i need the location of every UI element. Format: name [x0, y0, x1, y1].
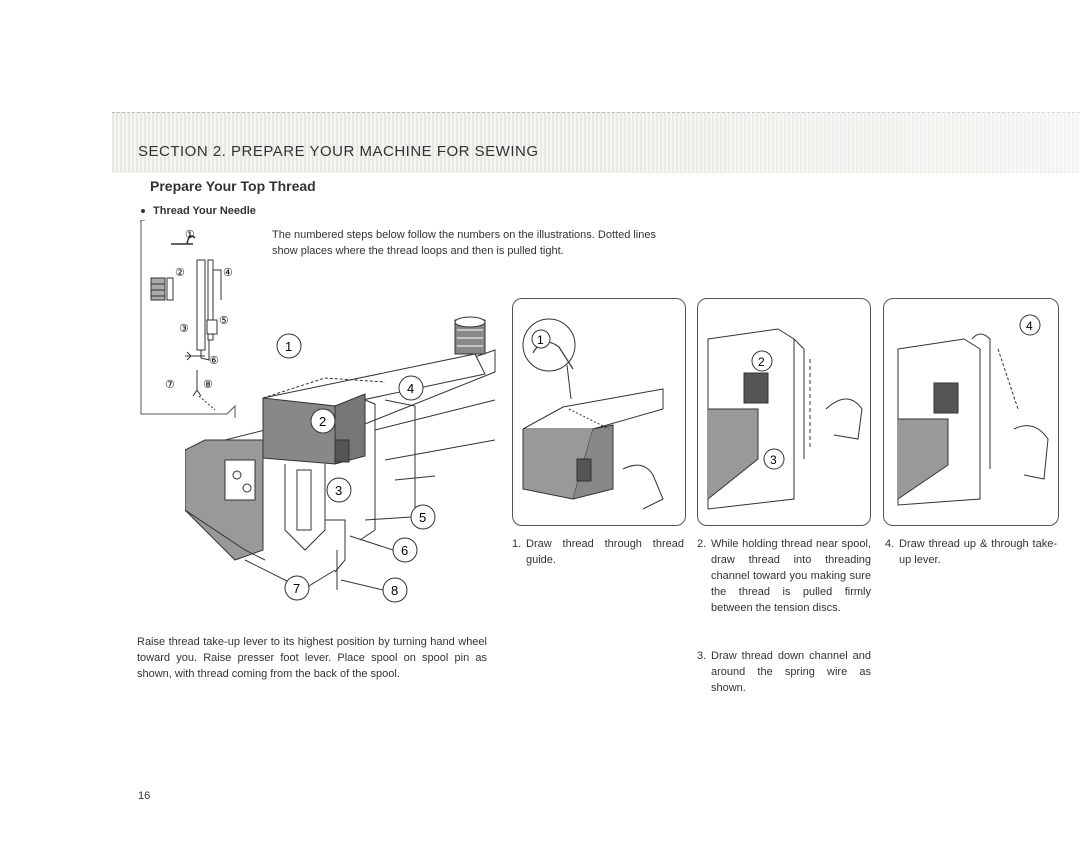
small-callout-3: ③	[179, 323, 189, 335]
small-callout-2: ②	[175, 267, 185, 279]
small-diagram-svg: ① ② ③ ④ ⑤ ⑥ ⑦ ⑧	[140, 219, 236, 418]
callout-6: 6	[401, 543, 408, 558]
step-4-text: Draw thread up & through take-up lever.	[899, 538, 1057, 566]
subsection-label: Thread Your Needle	[153, 205, 256, 217]
step-2-caption: 2. While holding thread near spool, draw…	[697, 536, 871, 616]
callout-7: 7	[293, 581, 300, 596]
header-band-fade	[580, 112, 1080, 172]
step-1-panel: 1	[512, 298, 686, 526]
bullet-icon	[141, 209, 145, 214]
body-text: Raise thread take-up lever to its highes…	[137, 636, 487, 680]
small-callout-8: ⑧	[203, 379, 213, 391]
step-4-callout: 4	[1026, 319, 1033, 333]
step-4-number: 4.	[885, 538, 895, 550]
page-number: 16	[138, 790, 151, 802]
small-callout-7: ⑦	[165, 379, 175, 391]
step-1-number: 1.	[512, 538, 522, 550]
small-callout-1: ①	[185, 229, 195, 241]
step-4-panel: 4	[883, 298, 1059, 526]
step-2-number: 2.	[697, 538, 707, 550]
callout-8: 8	[391, 583, 398, 598]
step-3-number: 3.	[697, 650, 707, 662]
step-2-3-panel: 2 3	[697, 298, 871, 526]
step-2-callout: 2	[758, 355, 765, 369]
step-2-text: While holding thread near spool, draw th…	[711, 538, 871, 614]
header-band	[112, 112, 1080, 173]
small-callout-6: ⑥	[209, 355, 219, 367]
callout-5: 5	[419, 510, 426, 525]
intro-text: The numbered steps below follow the numb…	[272, 229, 656, 257]
callout-3: 3	[335, 483, 342, 498]
callout-4: 4	[407, 381, 414, 396]
machine-svg: 1 2 3 4 5 6 7 8	[184, 316, 496, 603]
step-3-callout: 3	[770, 453, 777, 467]
callout-2: 2	[319, 414, 326, 429]
step-1-text: Draw thread through thread guide.	[526, 538, 684, 566]
step-1-caption: 1. Draw thread through thread guide.	[512, 536, 684, 568]
page-subtitle: Prepare Your Top Thread	[150, 178, 316, 194]
section-title: SECTION 2. PREPARE YOUR MACHINE FOR SEWI…	[138, 143, 539, 160]
small-callout-4: ④	[223, 267, 233, 279]
callout-1: 1	[285, 339, 292, 354]
step-3-caption: 3. Draw thread down channel and around t…	[697, 648, 871, 696]
step-4-svg: 4	[897, 314, 1049, 506]
small-threading-diagram: ① ② ③ ④ ⑤ ⑥ ⑦ ⑧	[135, 219, 260, 418]
step-4-caption: 4. Draw thread up & through take-up leve…	[885, 536, 1057, 568]
step-1-svg: 1	[522, 318, 664, 510]
small-callout-5: ⑤	[219, 315, 229, 327]
subsection-heading: Thread Your Needle	[141, 205, 256, 217]
step-1-callout: 1	[537, 333, 544, 347]
step-2-3-svg: 2 3	[707, 328, 863, 510]
step-3-text: Draw thread down channel and around the …	[711, 650, 871, 694]
machine-illustration: 1 2 3 4 5 6 7 8	[184, 310, 505, 610]
